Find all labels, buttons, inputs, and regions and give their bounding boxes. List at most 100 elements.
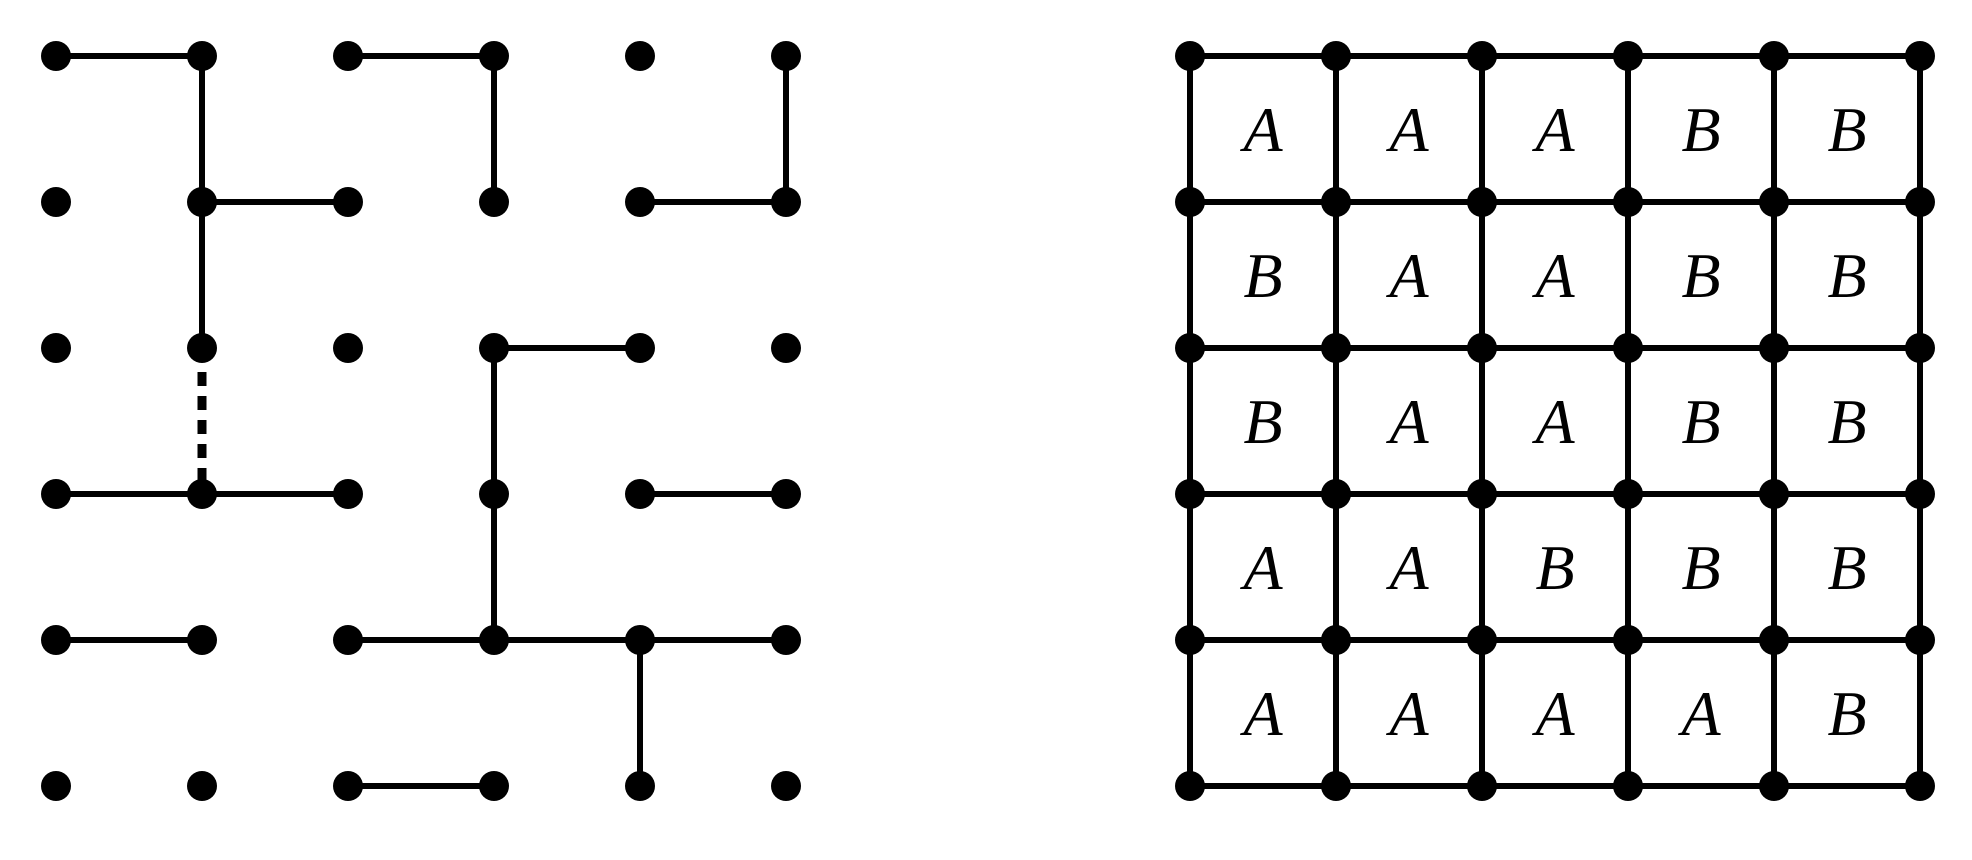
graph-vertex <box>771 479 801 509</box>
grid-vertex <box>1613 625 1643 655</box>
grid-vertex <box>1905 187 1935 217</box>
graph-vertex <box>771 187 801 217</box>
graph-vertex <box>187 479 217 509</box>
graph-vertex <box>479 771 509 801</box>
grid-vertex <box>1467 41 1497 71</box>
graph-vertex <box>333 771 363 801</box>
graph-vertex <box>333 333 363 363</box>
graph-vertex <box>187 187 217 217</box>
grid-vertex <box>1467 771 1497 801</box>
grid-vertex <box>1759 625 1789 655</box>
cell-label: B <box>1681 94 1720 165</box>
cell-label: A <box>1385 94 1429 165</box>
graph-vertex <box>625 333 655 363</box>
grid-vertex <box>1905 625 1935 655</box>
grid-vertex <box>1467 479 1497 509</box>
cell-label: A <box>1385 532 1429 603</box>
cell-label: B <box>1535 532 1574 603</box>
graph-vertex <box>479 479 509 509</box>
graph-vertex <box>41 187 71 217</box>
grid-vertex <box>1905 41 1935 71</box>
grid-vertex <box>1905 333 1935 363</box>
graph-vertex <box>187 625 217 655</box>
grid-vertex <box>1321 479 1351 509</box>
grid-vertex <box>1321 771 1351 801</box>
graph-vertex <box>771 41 801 71</box>
grid-vertex <box>1467 625 1497 655</box>
right-labeled-grid: A A A B B B A A B B B A A B B A A B B B A A A A B <box>1175 41 1935 801</box>
cell-label: B <box>1681 532 1720 603</box>
grid-vertex <box>1175 625 1205 655</box>
graph-vertex <box>479 187 509 217</box>
cell-label: A <box>1531 94 1575 165</box>
cell-label: B <box>1827 386 1866 457</box>
cell-label: A <box>1677 678 1721 749</box>
graph-vertex <box>625 625 655 655</box>
grid-vertex <box>1175 771 1205 801</box>
grid-vertex <box>1613 771 1643 801</box>
left-lattice-graph <box>41 41 801 801</box>
graph-vertex <box>625 479 655 509</box>
grid-vertex <box>1613 41 1643 71</box>
graph-vertex <box>333 187 363 217</box>
cell-label: B <box>1827 678 1866 749</box>
graph-vertex <box>479 625 509 655</box>
graph-vertex <box>41 333 71 363</box>
graph-vertex <box>187 41 217 71</box>
grid-vertex <box>1613 479 1643 509</box>
cell-label: B <box>1827 240 1866 311</box>
grid-vertex <box>1613 187 1643 217</box>
graph-vertex <box>625 771 655 801</box>
grid-vertex <box>1759 479 1789 509</box>
grid-vertex <box>1175 187 1205 217</box>
cell-label: B <box>1827 94 1866 165</box>
cell-label: A <box>1531 386 1575 457</box>
graph-vertex <box>771 333 801 363</box>
graph-vertex <box>333 625 363 655</box>
graph-vertex <box>333 41 363 71</box>
cell-label: A <box>1239 678 1283 749</box>
cell-label: B <box>1243 240 1282 311</box>
cell-label: A <box>1385 678 1429 749</box>
cell-label: B <box>1681 386 1720 457</box>
cell-label: A <box>1385 386 1429 457</box>
cell-label: B <box>1827 532 1866 603</box>
grid-vertex <box>1759 771 1789 801</box>
grid-vertex <box>1759 333 1789 363</box>
graph-vertex <box>41 479 71 509</box>
grid-vertex <box>1467 333 1497 363</box>
grid-vertex <box>1321 41 1351 71</box>
graph-vertex <box>333 479 363 509</box>
graph-vertex <box>41 771 71 801</box>
graph-vertex <box>41 625 71 655</box>
grid-vertex <box>1321 333 1351 363</box>
graph-vertex <box>41 41 71 71</box>
grid-vertex <box>1467 187 1497 217</box>
grid-vertex <box>1613 333 1643 363</box>
cell-label: B <box>1243 386 1282 457</box>
grid-vertex <box>1175 333 1205 363</box>
graph-vertex <box>187 333 217 363</box>
grid-vertex <box>1175 479 1205 509</box>
cell-label: A <box>1531 678 1575 749</box>
graph-vertex <box>771 771 801 801</box>
grid-vertex <box>1321 625 1351 655</box>
grid-vertex <box>1175 41 1205 71</box>
grid-vertex <box>1759 41 1789 71</box>
grid-vertex <box>1905 479 1935 509</box>
graph-vertex <box>479 41 509 71</box>
graph-vertex <box>625 187 655 217</box>
graph-vertex <box>625 41 655 71</box>
graph-vertex <box>771 625 801 655</box>
grid-vertex <box>1321 187 1351 217</box>
cell-label: A <box>1239 532 1283 603</box>
graph-vertex <box>479 333 509 363</box>
graph-vertex <box>187 771 217 801</box>
cell-label: A <box>1531 240 1575 311</box>
cell-label: B <box>1681 240 1720 311</box>
cell-label: A <box>1239 94 1283 165</box>
cell-label: A <box>1385 240 1429 311</box>
grid-vertex <box>1905 771 1935 801</box>
